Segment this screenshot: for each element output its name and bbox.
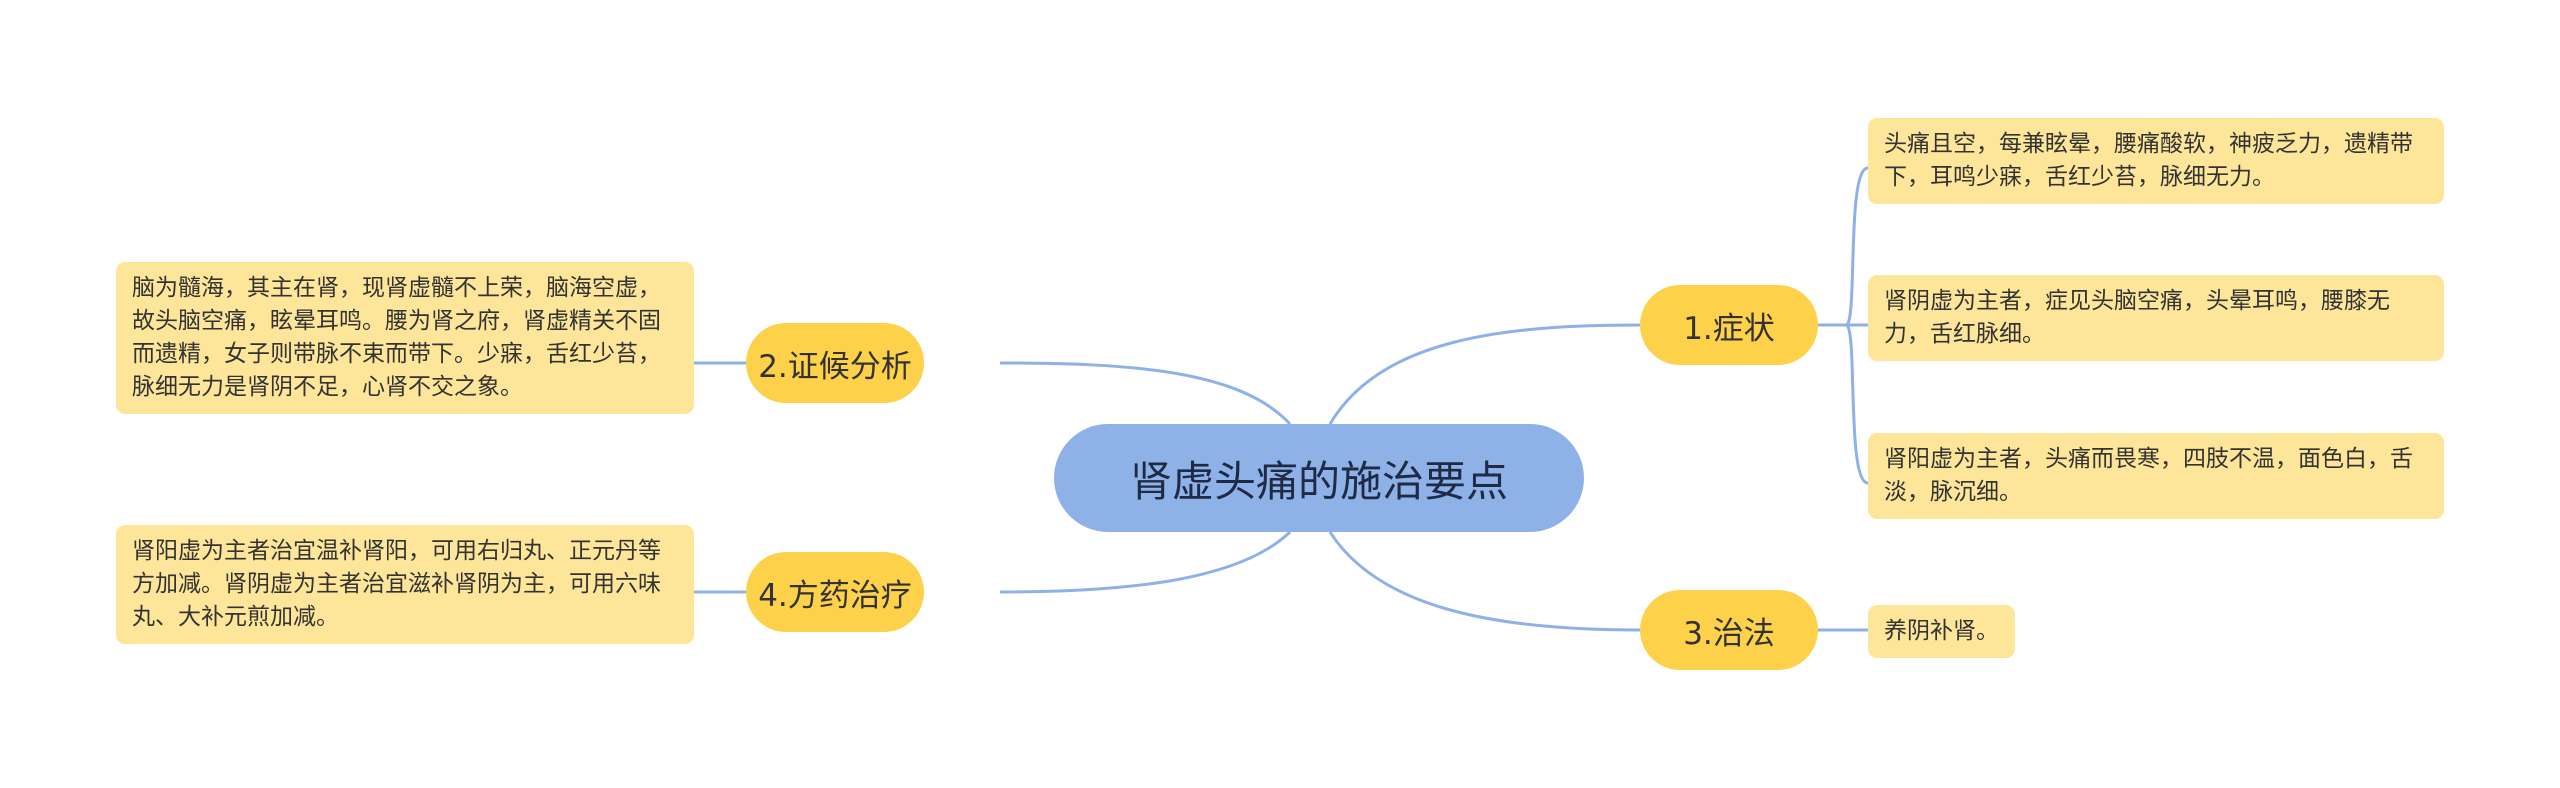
link-branch-1-to-leaf-1 [1818,166,1869,327]
link-root-to-branch-4 [999,530,1292,594]
leaf-text: 脑为髓海，其主在肾，现肾虚髓不上荣，脑海空虚，故头脑空痛，眩晕耳鸣。腰为肾之府，… [132,275,661,400]
branch-label: 4.方药治疗 [758,577,912,614]
link-root-to-branch-1 [1328,323,1641,425]
link-branch-1-to-leaf-3 [1818,323,1869,485]
leaf-text: 养阴补肾。 [1884,618,1999,644]
leaf-node[interactable]: 肾阳虚为主者，头痛而畏寒，四肢不温，面色白，舌淡，脉沉细。 [1868,433,2444,519]
link-root-to-branch-3 [1328,531,1641,632]
root-node[interactable]: 肾虚头痛的施治要点 [1054,424,1584,532]
branch-node-treatment-method[interactable]: 3.治法 [1640,590,1818,670]
branch-node-syndrome-analysis[interactable]: 2.证候分析 [746,323,924,403]
leaf-node[interactable]: 养阴补肾。 [1868,605,2015,658]
leaf-text: 肾阳虚为主者，头痛而畏寒，四肢不温，面色白，舌淡，脉沉细。 [1884,446,2413,505]
leaf-node[interactable]: 脑为髓海，其主在肾，现肾虚髓不上荣，脑海空虚，故头脑空痛，眩晕耳鸣。腰为肾之府，… [116,262,694,414]
leaf-node[interactable]: 肾阴虚为主者，症见头脑空痛，头晕耳鸣，腰膝无力，舌红脉细。 [1868,275,2444,361]
branch-node-symptoms[interactable]: 1.症状 [1640,285,1818,365]
branch-label: 1.症状 [1683,310,1775,347]
leaf-text: 头痛且空，每兼眩晕，腰痛酸软，神疲乏力，遗精带下，耳鸣少寐，舌红少苔，脉细无力。 [1884,131,2413,190]
branch-label: 3.治法 [1683,615,1775,652]
branch-node-prescription[interactable]: 4.方药治疗 [746,552,924,632]
root-label: 肾虚头痛的施治要点 [1129,456,1508,506]
branch-label: 2.证候分析 [758,348,912,385]
leaf-node[interactable]: 头痛且空，每兼眩晕，腰痛酸软，神疲乏力，遗精带下，耳鸣少寐，舌红少苔，脉细无力。 [1868,118,2444,204]
leaf-node[interactable]: 肾阳虚为主者治宜温补肾阳，可用右归丸、正元丹等方加减。肾阴虚为主者治宜滋补肾阴为… [116,525,694,644]
link-root-to-branch-2 [999,361,1292,426]
leaf-text: 肾阳虚为主者治宜温补肾阳，可用右归丸、正元丹等方加减。肾阴虚为主者治宜滋补肾阴为… [132,538,661,630]
leaf-text: 肾阴虚为主者，症见头脑空痛，头晕耳鸣，腰膝无力，舌红脉细。 [1884,288,2390,347]
